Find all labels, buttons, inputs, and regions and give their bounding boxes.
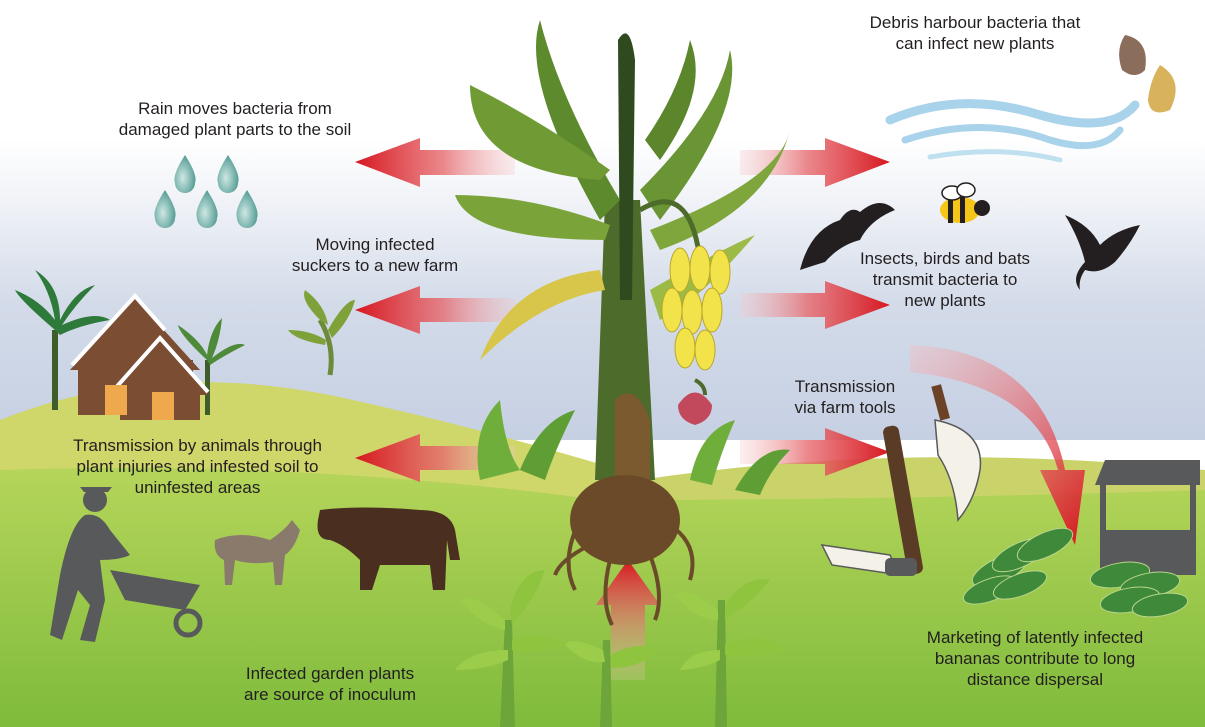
label-market-line3: distance dispersal	[890, 669, 1180, 690]
label-market-line2: bananas contribute to long	[890, 648, 1180, 669]
label-vectors-line2: transmit bacteria to	[840, 269, 1050, 290]
label-vectors: Insects, birds and bats transmit bacteri…	[840, 248, 1050, 311]
label-debris: Debris harbour bacteria that can infect …	[845, 12, 1105, 54]
label-animals-line1: Transmission by animals through	[35, 435, 360, 456]
label-debris-line2: can infect new plants	[845, 33, 1105, 54]
label-suckers: Moving infected suckers to a new farm	[275, 234, 475, 276]
label-tools-line1: Transmission	[780, 376, 910, 397]
label-debris-line1: Debris harbour bacteria that	[845, 12, 1105, 33]
label-rain-line2: damaged plant parts to the soil	[100, 119, 370, 140]
label-suckers-line2: suckers to a new farm	[275, 255, 475, 276]
label-tools-line2: via farm tools	[780, 397, 910, 418]
label-garden-line1: Infected garden plants	[215, 663, 445, 684]
label-vectors-line1: Insects, birds and bats	[840, 248, 1050, 269]
label-rain-line1: Rain moves bacteria from	[100, 98, 370, 119]
label-rain: Rain moves bacteria from damaged plant p…	[100, 98, 370, 140]
label-animals: Transmission by animals through plant in…	[35, 435, 360, 498]
label-animals-line3: uninfested areas	[35, 477, 360, 498]
label-vectors-line3: new plants	[840, 290, 1050, 311]
label-garden-line2: are source of inoculum	[215, 684, 445, 705]
label-tools: Transmission via farm tools	[780, 376, 910, 418]
label-market-line1: Marketing of latently infected	[890, 627, 1180, 648]
label-market: Marketing of latently infected bananas c…	[890, 627, 1180, 690]
label-suckers-line1: Moving infected	[275, 234, 475, 255]
label-animals-line2: plant injuries and infested soil to	[35, 456, 360, 477]
label-garden: Infected garden plants are source of ino…	[215, 663, 445, 705]
